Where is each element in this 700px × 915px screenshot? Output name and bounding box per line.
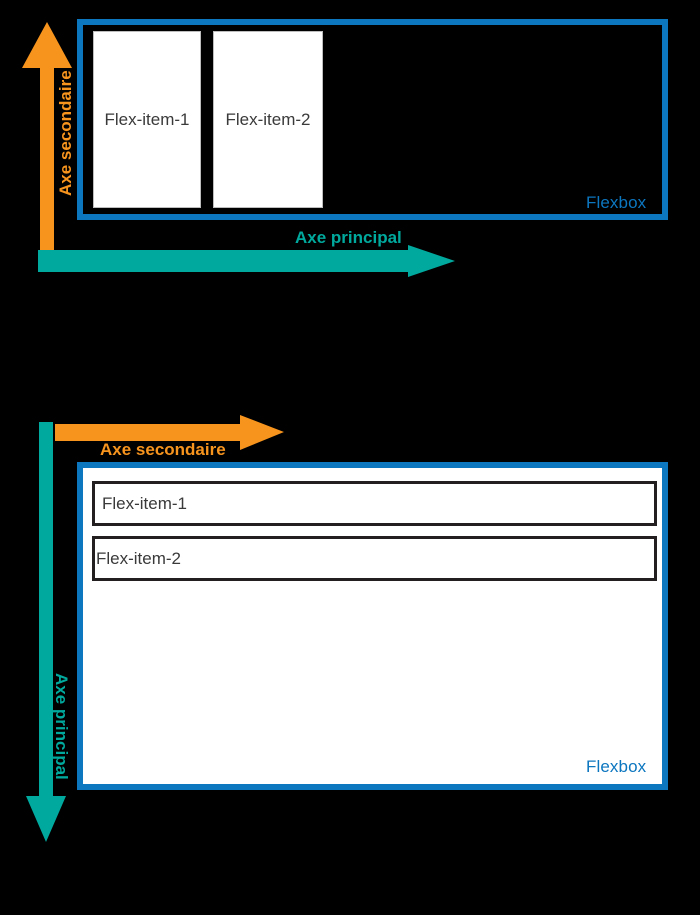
cross-axis-arrow-up-icon: [22, 22, 72, 270]
flex-item: Flex-item-1: [93, 31, 201, 208]
flex-item-label: Flex-item-1: [102, 494, 188, 513]
flexbox-container-row: [77, 19, 668, 220]
flexbox-label-row: Flexbox: [586, 193, 647, 212]
cross-axis-label-row: Axe secondaire: [56, 70, 75, 196]
flex-item: Flex-item-2: [92, 536, 657, 581]
main-axis-arrow-down-icon: [26, 422, 66, 842]
cross-axis-label-column: Axe secondaire: [100, 440, 226, 459]
flex-item-label: Flex-item-2: [96, 549, 182, 568]
flex-item: Flex-item-2: [213, 31, 323, 208]
main-axis-label-row: Axe principal: [295, 228, 402, 247]
flex-item-label: Flex-item-1: [104, 110, 190, 129]
flex-item: Flex-item-1: [92, 481, 657, 526]
flex-item-label: Flex-item-2: [225, 110, 311, 129]
main-axis-arrow-right-icon: [38, 245, 455, 277]
cross-axis-arrow-right-icon: [55, 415, 284, 450]
flexbox-label-column: Flexbox: [586, 757, 647, 776]
main-axis-label-column: Axe principal: [52, 673, 71, 780]
